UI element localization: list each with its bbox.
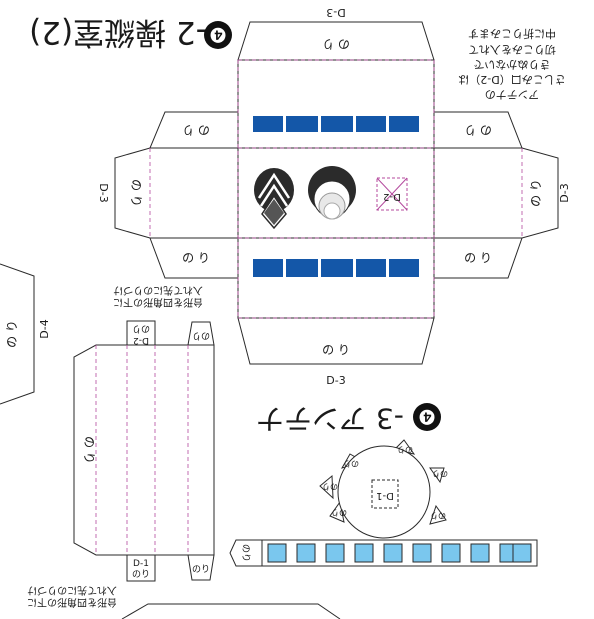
svg-text:のり: のり	[343, 459, 359, 468]
antenna-note-line-5: 中に折りこみます	[468, 27, 556, 41]
antenna-number-badge	[413, 403, 441, 431]
antenna-windows	[267, 543, 532, 563]
cockpit-slot-label: D-2	[383, 191, 401, 202]
pillar-body	[73, 344, 215, 556]
pillar-bottom-tab-d1	[126, 554, 156, 582]
antenna-dish	[319, 439, 447, 539]
pillar-bottom-right-tab	[187, 554, 215, 581]
cockpit-label-bottom: D-3	[326, 374, 345, 387]
antenna-note-line-3: きりぬかないで	[474, 58, 551, 71]
cockpit-bottom-flap	[237, 317, 435, 365]
antenna-strip-tab	[229, 539, 263, 567]
nori-top-flap: の り	[322, 37, 350, 51]
title-text: -2 操縦室(2)	[29, 14, 207, 50]
svg-text:のり: のり	[322, 482, 338, 491]
antenna-note: 中に折りこみます 切りこみを入れて きりぬかないで さしこみ口（D-2）は アン…	[458, 27, 565, 101]
pillar-nori: の り	[82, 436, 96, 464]
cockpit-label-top: D-3	[326, 6, 345, 19]
nori-left-panel: の り	[129, 179, 143, 207]
pillar-top-tab-label: D-2	[133, 335, 149, 345]
cockpit-bottom-face	[237, 237, 435, 319]
antenna-strip-nori: のり	[240, 544, 251, 562]
antenna-note-line-1: アンテナの	[485, 88, 540, 101]
pillar-bottom-tab-nori: のり	[132, 569, 150, 580]
pillar-right-tab-nori: のり	[192, 330, 210, 341]
cockpit-label-left: D-3	[97, 183, 110, 202]
crossed-box-icon: D-2	[376, 177, 408, 211]
pillar-bottom-right-tab-nori: のり	[192, 564, 210, 575]
svg-text:のり: のり	[397, 445, 413, 454]
nori-left-upper-tab: の り	[182, 123, 210, 137]
nori-right-panel: の り	[529, 179, 543, 207]
svg-text:のり: のり	[432, 469, 448, 478]
round-emblem-icon	[308, 166, 356, 220]
nori-right-lower-tab: の り	[464, 251, 492, 265]
cockpit-stripe-top	[253, 116, 419, 132]
cockpit-fold-lines	[149, 59, 523, 319]
nori-right-upper-tab: の り	[464, 123, 492, 137]
antenna-title: -3 アンテナ	[256, 402, 404, 435]
svg-text:のり: のり	[331, 508, 347, 517]
title-number-badge	[204, 21, 232, 49]
antenna-slot-label: D-1	[376, 490, 394, 501]
pillar-top-tab-nori: のり	[132, 323, 150, 334]
title-number: ❹	[209, 23, 227, 47]
antenna-note-line-4: 切りこみを入れて	[468, 43, 556, 56]
pillar-net: 入れて先にのりづけ 台形を四角形の下に のり D-2 のり の り D-1 のり…	[27, 284, 215, 609]
pillar-bottom-tab-label: D-1	[133, 559, 149, 569]
cockpit-top-face	[237, 59, 435, 149]
side-piece-label: D-4	[38, 319, 51, 338]
pillar-top-tab-d2	[126, 320, 156, 346]
nori-left-lower-tab: の り	[182, 251, 210, 265]
pillar-note-bottom-line-2: 入れて先にのりづけ	[27, 584, 117, 596]
pillar-note-top-line-2: 入れて先にのりづけ	[113, 284, 203, 296]
antenna-note-line-2: さしこみ口（D-2）は	[458, 73, 565, 86]
svg-text:のり: のり	[430, 511, 446, 520]
side-piece-d4: の り D-4	[0, 263, 51, 405]
pillar-note-top-line-1: 台形を四角形の下に	[113, 296, 203, 309]
cockpit-stripe-bottom	[253, 259, 419, 277]
antenna-section: ❹ -3 アンテナ のり のり のり のり のり のり D-1 のり	[229, 402, 538, 567]
nori-bottom-flap: の り	[322, 343, 350, 357]
chevron-emblem-icon	[254, 168, 294, 230]
antenna-number: ❹	[418, 405, 436, 429]
antenna-slot	[371, 479, 399, 509]
next-piece-edge	[121, 603, 341, 619]
cockpit-label-right: D-3	[558, 183, 571, 202]
title-group: -2 操縦室(2) ❹	[29, 14, 232, 50]
pillar-note-bottom-line-1: 台形を四角形の下に	[27, 596, 117, 609]
pillar-fold-lines	[95, 345, 189, 555]
antenna-petal-nori: のり のり のり のり のり のり	[322, 445, 448, 520]
side-piece-nori: の り	[5, 320, 19, 348]
